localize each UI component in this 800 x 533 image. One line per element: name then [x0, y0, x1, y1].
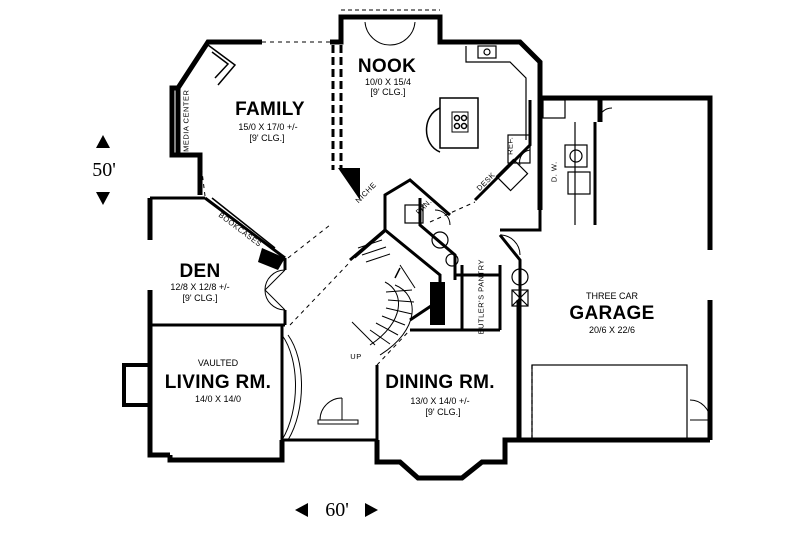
arrow-left-icon: [295, 503, 308, 517]
dishwasher-label: D. W.: [549, 161, 559, 183]
living-room-size: 14/0 X 14/0: [194, 394, 242, 404]
garage-door: [531, 364, 688, 441]
arrow-right-icon: [365, 503, 378, 517]
nook-room-size: 10/0 X 15/4: [364, 77, 412, 87]
exterior-walls: [122, 14, 713, 481]
arrow-up-icon: [96, 135, 110, 148]
family-room-size: 15/0 X 17/0 +/-: [238, 122, 298, 132]
bookcase-end-mass: [258, 248, 285, 270]
nook-bay-door: [341, 9, 440, 46]
dining-room-ceiling: [9' CLG.]: [425, 407, 461, 417]
living-room-name: LIVING RM.: [164, 372, 272, 393]
family-room-name: FAMILY: [235, 99, 305, 120]
depth-dimension: 50': [92, 159, 116, 181]
dimension-arrows: [96, 135, 378, 517]
family-room-ceiling: [9' CLG.]: [249, 133, 285, 143]
kitchen-counters: [465, 45, 591, 225]
powder-room: [404, 204, 459, 267]
dining-room-name: DINING RM.: [385, 372, 495, 393]
garage-prefix: THREE CAR: [585, 291, 639, 301]
den-room-size: 12/8 X 12/8 +/-: [170, 282, 230, 292]
stairs: [351, 231, 416, 356]
arrow-down-icon: [96, 192, 110, 205]
garage-room-size: 20/6 X 22/6: [588, 325, 636, 335]
mechanical: [511, 268, 529, 307]
nook-room-name: NOOK: [357, 56, 417, 77]
door-swings: [264, 107, 711, 441]
width-dimension: 60': [325, 499, 349, 521]
dining-room-size: 13/0 X 14/0 +/-: [410, 396, 470, 406]
family-fireplace: [207, 44, 237, 86]
living-room-prefix: VAULTED: [197, 358, 239, 368]
den-room-ceiling: [9' CLG.]: [182, 293, 218, 303]
garage-room-name: GARAGE: [569, 303, 655, 324]
butlers-pantry-label: BUTLER'S PANTRY: [476, 259, 486, 335]
family-corner-mass: [338, 168, 360, 200]
nook-room-ceiling: [9' CLG.]: [370, 87, 406, 97]
media-center-label: MEDIA CENTER: [181, 89, 191, 152]
ref-label: REF.: [505, 136, 515, 155]
dashed-openings: [199, 41, 476, 366]
chimney-mass: [430, 282, 445, 325]
den-room-name: DEN: [179, 261, 221, 282]
interior-walls: [150, 45, 597, 440]
kitchen-island: [425, 97, 479, 153]
stairs-up-label: UP: [350, 352, 362, 361]
